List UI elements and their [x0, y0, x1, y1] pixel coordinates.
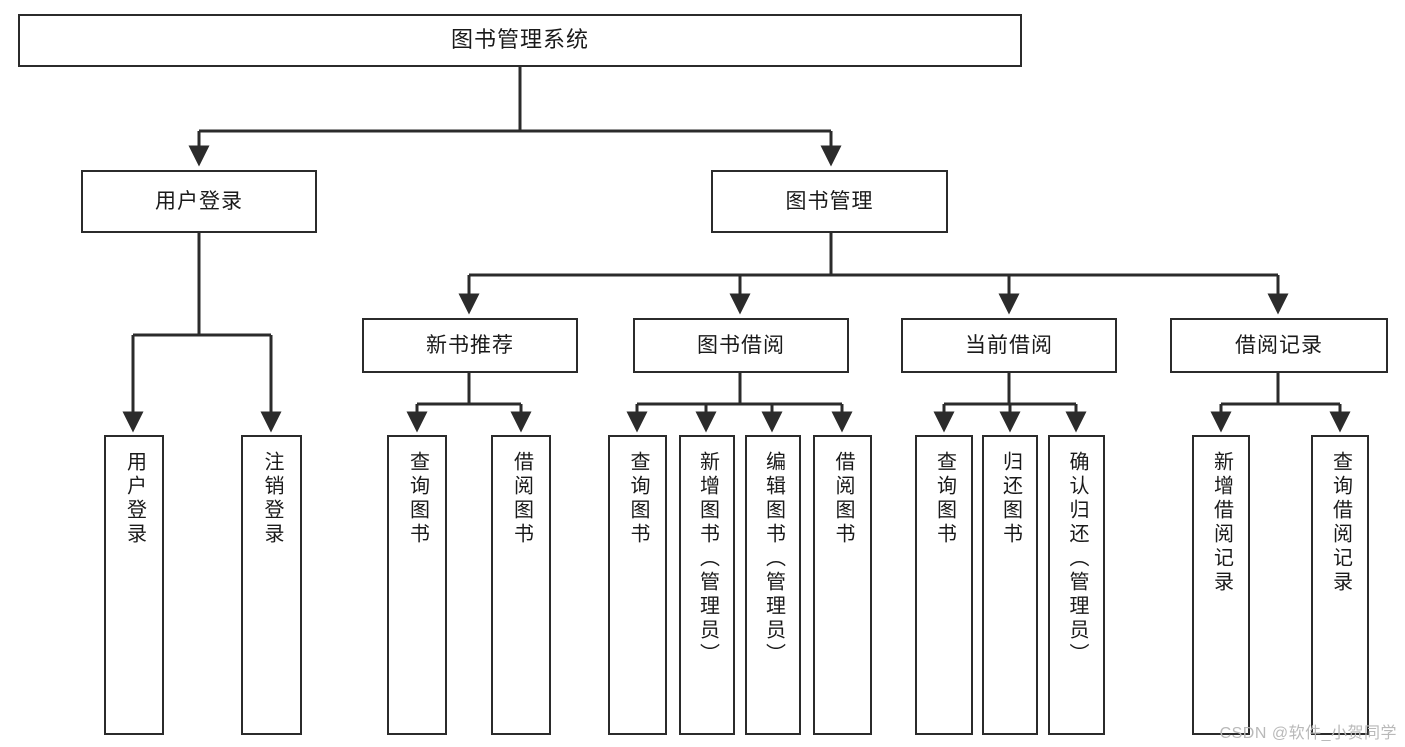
leaf-confirm-return-admin[interactable]: 确认归还（管理员） [1048, 435, 1105, 735]
leaf-query-borrowing-record[interactable]: 查询借阅记录 [1311, 435, 1369, 735]
node-label: 编辑图书（管理员） [762, 451, 785, 667]
node-label: 归还图书 [999, 451, 1022, 547]
node-label: 新增借阅记录 [1210, 451, 1233, 595]
leaf-user-login[interactable]: 用户登录 [104, 435, 164, 735]
node-user-login[interactable]: 用户登录 [81, 170, 317, 233]
leaf-query-books-borrow[interactable]: 查询图书 [608, 435, 667, 735]
node-label: 图书管理 [785, 189, 874, 213]
leaf-logout[interactable]: 注销登录 [241, 435, 302, 735]
node-label: 用户登录 [155, 189, 243, 213]
leaf-query-books-new[interactable]: 查询图书 [387, 435, 447, 735]
node-borrowing-records[interactable]: 借阅记录 [1170, 318, 1388, 373]
node-label: 注销登录 [261, 451, 283, 547]
leaf-borrow-books[interactable]: 借阅图书 [813, 435, 872, 735]
node-label: 新增图书（管理员） [696, 451, 719, 667]
node-root-book-management-system[interactable]: 图书管理系统 [18, 14, 1022, 67]
node-label: 当前借阅 [965, 333, 1053, 357]
leaf-query-books-current[interactable]: 查询图书 [915, 435, 973, 735]
node-label: 图书借阅 [697, 333, 785, 357]
node-label: 用户登录 [123, 451, 146, 547]
node-label: 查询图书 [933, 451, 956, 547]
node-label: 确认归还（管理员） [1066, 451, 1088, 667]
node-new-book-recommendation[interactable]: 新书推荐 [362, 318, 578, 373]
node-label: 查询图书 [406, 451, 429, 547]
leaf-return-books[interactable]: 归还图书 [982, 435, 1038, 735]
node-label: 借阅图书 [510, 451, 533, 547]
node-current-borrowing[interactable]: 当前借阅 [901, 318, 1117, 373]
node-label: 新书推荐 [426, 333, 514, 357]
node-label: 查询图书 [627, 451, 649, 547]
node-book-management[interactable]: 图书管理 [711, 170, 948, 233]
node-label: 借阅记录 [1235, 333, 1323, 357]
leaf-borrow-books-new[interactable]: 借阅图书 [491, 435, 551, 735]
watermark-csdn: CSDN @软件_小贺同学 [1219, 725, 1397, 742]
node-label: 图书管理系统 [450, 27, 589, 53]
leaf-edit-book-admin[interactable]: 编辑图书（管理员） [745, 435, 801, 735]
leaf-add-book-admin[interactable]: 新增图书（管理员） [679, 435, 735, 735]
node-label: 借阅图书 [832, 451, 854, 547]
node-label: 查询借阅记录 [1329, 451, 1352, 595]
leaf-add-borrowing-record[interactable]: 新增借阅记录 [1192, 435, 1250, 735]
node-book-borrowing[interactable]: 图书借阅 [633, 318, 849, 373]
